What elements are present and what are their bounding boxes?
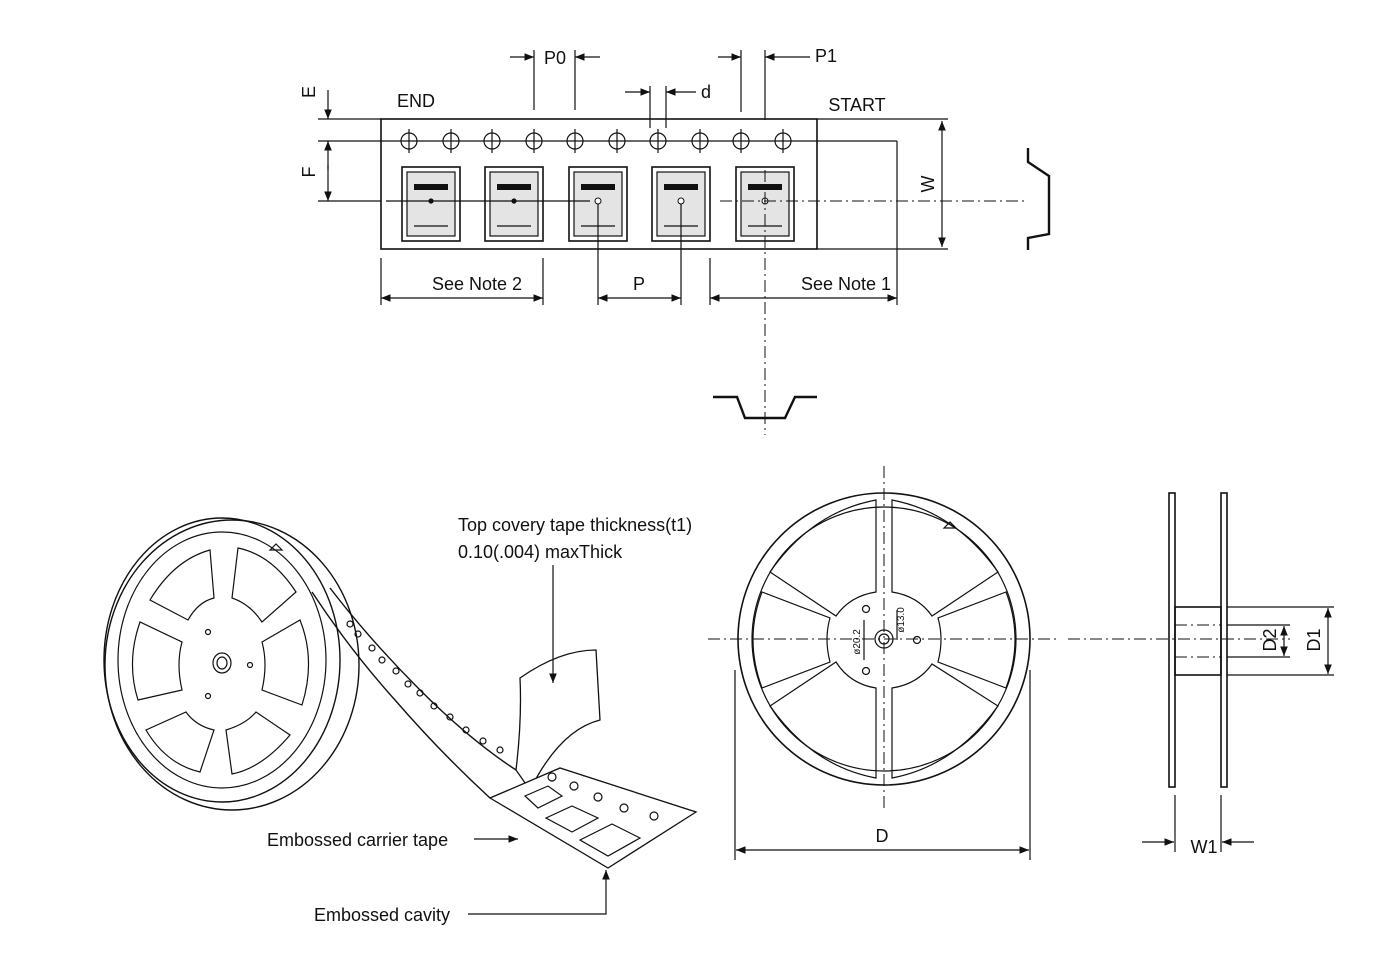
p1-label: P1	[815, 46, 837, 66]
reel-front-view: ø20.2 ø13.0 D	[708, 466, 1060, 860]
d-label: d	[701, 82, 711, 102]
embossed-carrier-tape-label: Embossed carrier tape	[267, 830, 448, 850]
carrier-tape-view: E F W P0 P1 d END START	[299, 46, 1051, 435]
cavity-with-part	[401, 166, 461, 242]
tape-sprocket-holes	[346, 620, 504, 754]
tape-outline	[380, 118, 818, 250]
cover-tape-thickness-label: Top covery tape thickness(t1)	[458, 515, 692, 535]
see-note-2-label: See Note 2	[432, 274, 522, 294]
reel-diameter-label: D	[876, 826, 889, 846]
reel-side-view: D2 D1 W1	[1068, 492, 1334, 857]
e-label: E	[299, 86, 319, 98]
tape-side-profile	[1026, 148, 1051, 250]
w-label: W	[918, 176, 938, 193]
f-label: F	[299, 167, 319, 178]
d1-label: D1	[1304, 628, 1324, 651]
end-label: END	[397, 91, 435, 111]
hub-inner-diameter-label: ø13.0	[896, 607, 907, 633]
d2-label: D2	[1260, 628, 1280, 651]
tape-bottom-profile	[713, 395, 817, 420]
cover-tape-thickness-value: 0.10(.004) maxThick	[458, 542, 623, 562]
w1-label: W1	[1191, 837, 1218, 857]
embossed-cavity-label: Embossed cavity	[314, 905, 450, 925]
cover-tape	[515, 649, 601, 792]
see-note-1-label: See Note 1	[801, 274, 891, 294]
p0-label: P0	[544, 48, 566, 68]
p-label: P	[633, 274, 645, 294]
reel-3d-view: Top covery tape thickness(t1) 0.10(.004)…	[103, 515, 698, 925]
start-label: START	[828, 95, 885, 115]
embossed-carrier-tape	[488, 767, 698, 869]
sprocket-holes	[400, 129, 792, 153]
hub-outer-diameter-label: ø20.2	[852, 629, 863, 655]
cavity-with-part	[484, 166, 544, 242]
